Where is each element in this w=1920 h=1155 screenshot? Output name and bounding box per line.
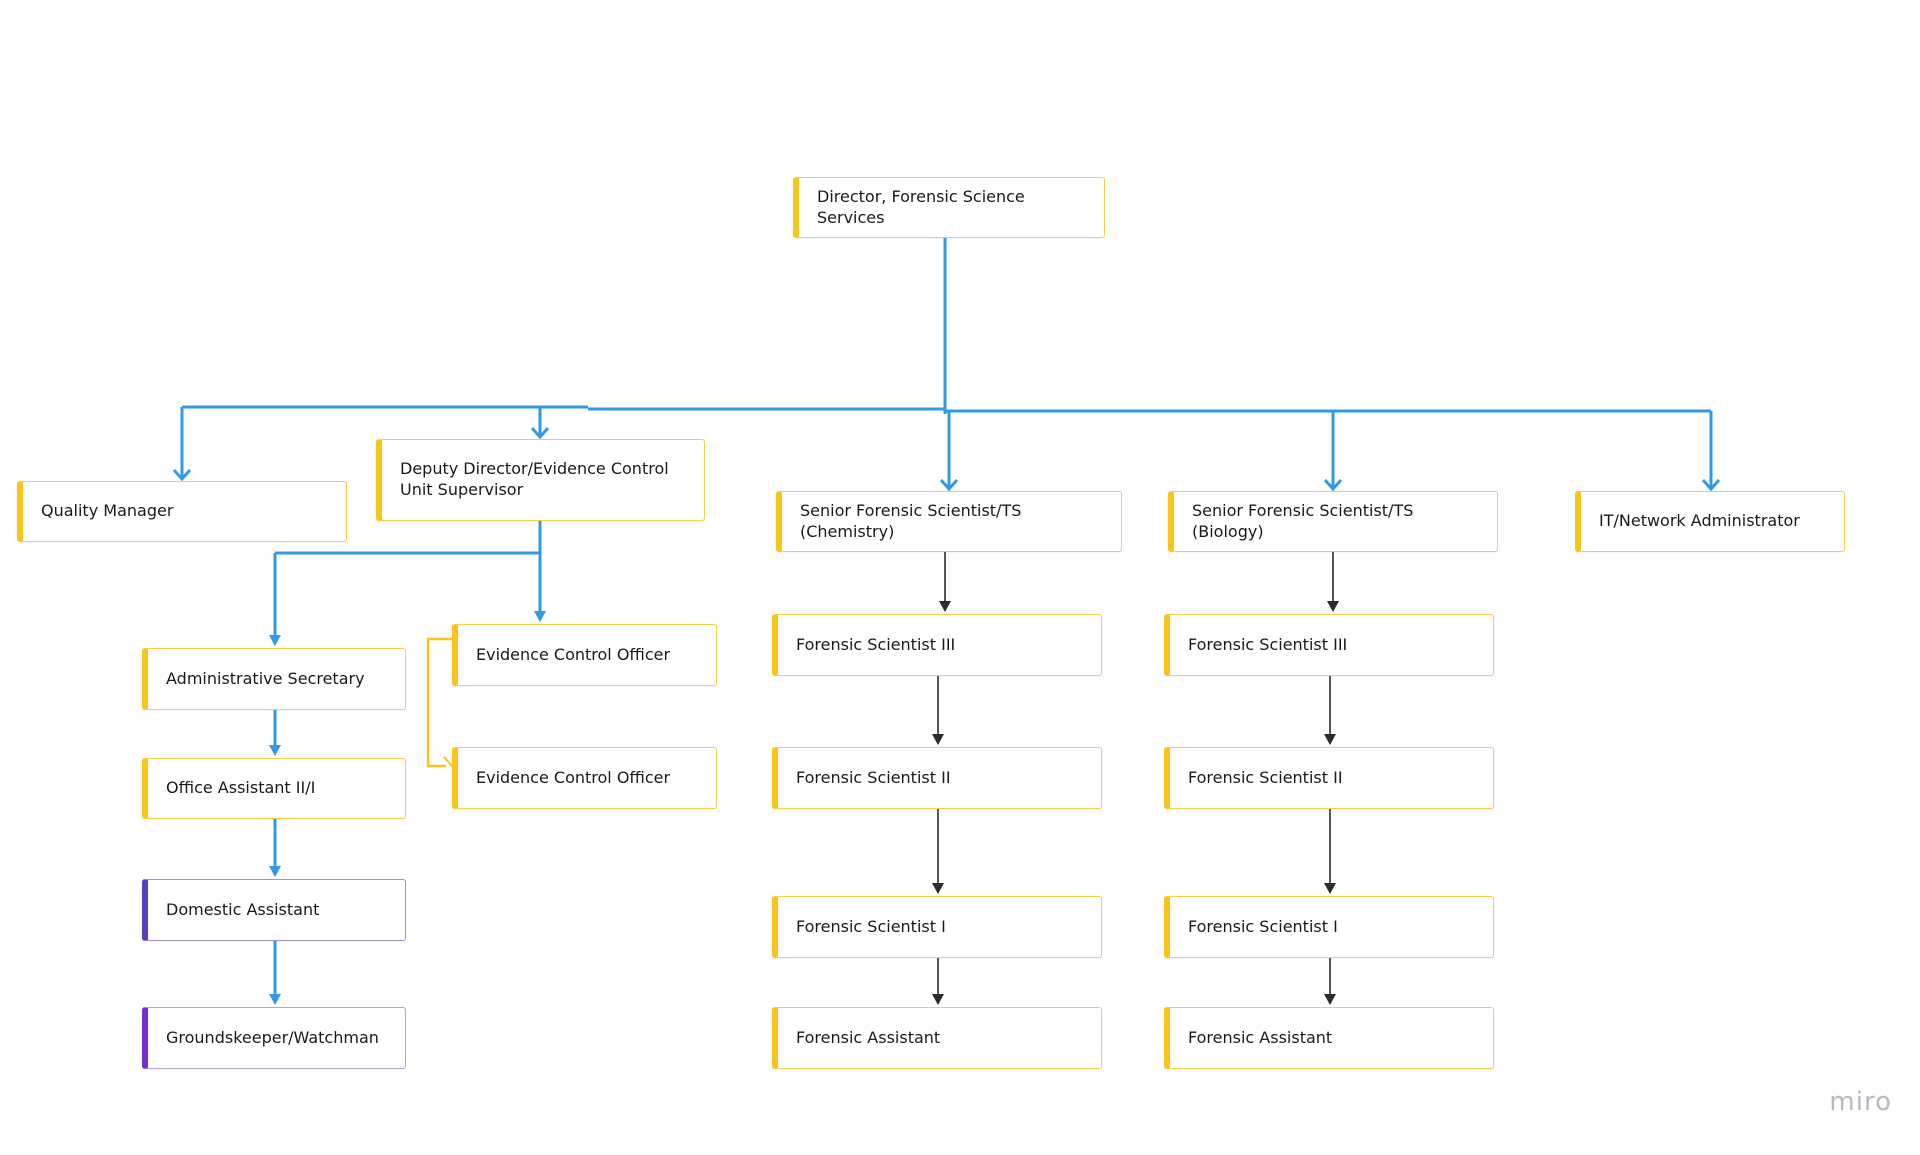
node-label: Forensic Scientist I — [796, 916, 946, 936]
evidence-officer-arrowhead — [534, 611, 546, 622]
biology-arrowhead-4 — [1324, 994, 1336, 1005]
senior-biology-arrowhead — [1323, 479, 1343, 492]
node-label: Administrative Secretary — [166, 668, 365, 688]
node-deputy-director[interactable]: Deputy Director/Evidence Control Unit Su… — [376, 439, 705, 521]
miro-logo: miro — [1829, 1087, 1892, 1117]
node-label: Forensic Assistant — [796, 1027, 941, 1047]
node-senior-chemistry[interactable]: Senior Forensic Scientist/TS (Chemistry) — [776, 491, 1122, 552]
groundskeeper-arrowhead — [269, 994, 281, 1005]
biology-arrowhead-1 — [1327, 601, 1339, 612]
node-label: Deputy Director/Evidence Control Unit Su… — [400, 459, 669, 499]
chemistry-arrowhead-2 — [932, 734, 944, 745]
node-label: Groundskeeper/Watchman — [166, 1027, 379, 1047]
deputy-director-arrowhead — [530, 427, 550, 440]
node-label: Forensic Scientist III — [796, 634, 956, 654]
node-bio-fs3[interactable]: Forensic Scientist III — [1164, 614, 1494, 676]
node-bio-fa[interactable]: Forensic Assistant — [1164, 1007, 1494, 1069]
quality-manager-arrowhead — [172, 469, 192, 482]
node-label: Evidence Control Officer — [476, 767, 671, 787]
node-senior-biology[interactable]: Senior Forensic Scientist/TS (Biology) — [1168, 491, 1498, 552]
node-evidence-officer-1[interactable]: Evidence Control Officer — [452, 624, 717, 686]
node-it-admin[interactable]: IT/Network Administrator — [1575, 491, 1845, 552]
biology-arrowhead-2 — [1324, 734, 1336, 745]
node-groundskeeper[interactable]: Groundskeeper/Watchman — [142, 1007, 406, 1069]
senior-chemistry-arrowhead — [939, 479, 959, 492]
node-quality-manager[interactable]: Quality Manager — [17, 481, 347, 542]
domestic-assistant-arrowhead — [269, 866, 281, 877]
node-label: Forensic Assistant — [1188, 1027, 1333, 1047]
node-office-assistant[interactable]: Office Assistant II/I — [142, 758, 406, 819]
node-chem-fs1[interactable]: Forensic Scientist I — [772, 896, 1102, 958]
chemistry-arrowhead-4 — [932, 994, 944, 1005]
node-admin-secretary[interactable]: Administrative Secretary — [142, 648, 406, 710]
node-chem-fs2[interactable]: Forensic Scientist II — [772, 747, 1102, 809]
admin-secretary-arrowhead — [269, 635, 281, 646]
node-bio-fs2[interactable]: Forensic Scientist II — [1164, 747, 1494, 809]
node-label: Forensic Scientist II — [796, 767, 951, 787]
node-label: Director, Forensic Science Services — [817, 186, 1025, 227]
it-admin-arrowhead — [1701, 479, 1721, 492]
node-chem-fa[interactable]: Forensic Assistant — [772, 1007, 1102, 1069]
node-label: Senior Forensic Scientist/TS (Chemistry) — [800, 500, 1022, 541]
node-label: Forensic Scientist II — [1188, 767, 1343, 787]
node-domestic-assistant[interactable]: Domestic Assistant — [142, 879, 406, 941]
node-label: Forensic Scientist III — [1188, 634, 1348, 654]
node-label: Office Assistant II/I — [166, 778, 316, 798]
node-label: IT/Network Administrator — [1599, 511, 1800, 531]
evidence-officers-link — [426, 637, 452, 768]
office-assistant-arrowhead — [269, 745, 281, 756]
node-label: Domestic Assistant — [166, 899, 320, 919]
chemistry-arrowhead-1 — [939, 601, 951, 612]
node-label: Forensic Scientist I — [1188, 916, 1338, 936]
biology-arrowhead-3 — [1324, 883, 1336, 894]
node-label: Evidence Control Officer — [476, 644, 671, 664]
node-director[interactable]: Director, Forensic Science Services — [793, 177, 1105, 238]
node-evidence-officer-2[interactable]: Evidence Control Officer — [452, 747, 717, 809]
node-chem-fs3[interactable]: Forensic Scientist III — [772, 614, 1102, 676]
node-bio-fs1[interactable]: Forensic Scientist I — [1164, 896, 1494, 958]
node-label: Senior Forensic Scientist/TS (Biology) — [1192, 500, 1414, 541]
chemistry-arrowhead-3 — [932, 883, 944, 894]
node-label: Quality Manager — [41, 501, 174, 521]
